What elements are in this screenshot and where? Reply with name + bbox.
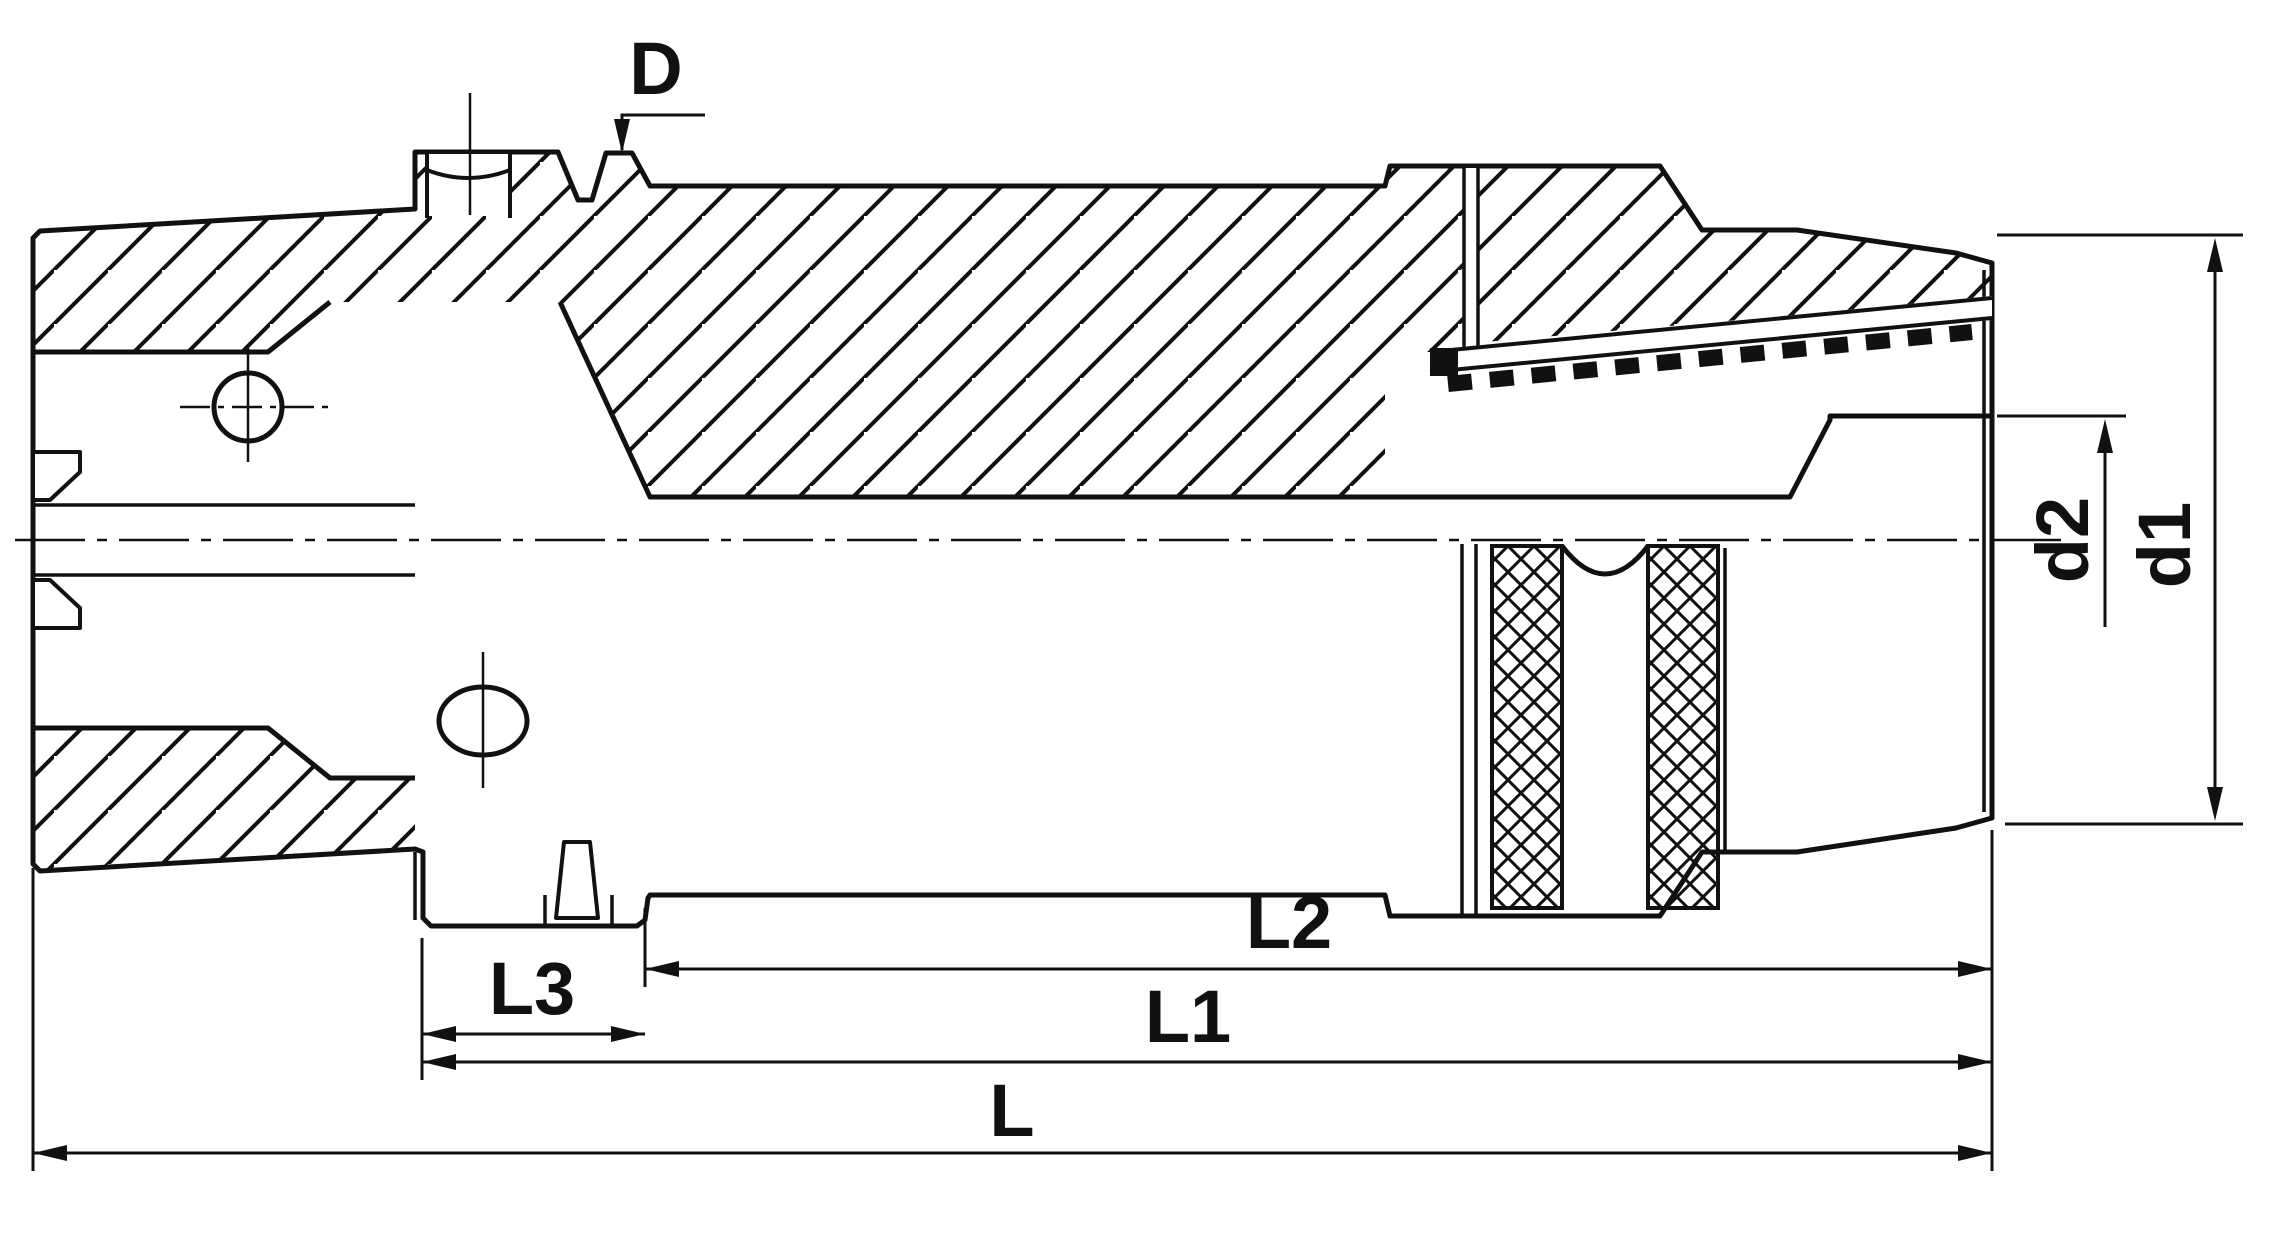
- knurl-band-rear: [1490, 544, 1564, 910]
- dimension-label-D: D: [629, 27, 682, 110]
- dim-leader-D: [620, 113, 705, 150]
- dimension-label-L2: L2: [1246, 881, 1332, 964]
- dimension-label-d1: d1: [2123, 502, 2206, 588]
- clamping-nut-external: [1460, 544, 1727, 914]
- dimension-arrowheads: [33, 119, 2223, 1161]
- flange-drive-slot: [425, 93, 512, 218]
- section-hatching: [33, 152, 1992, 871]
- chuck-body-gap: [1462, 168, 1480, 350]
- dimension-lines: [31, 113, 2243, 1171]
- dimension-label-d2: d2: [2021, 497, 2104, 583]
- part-outline: [30, 149, 1995, 929]
- shank-face-notches: [31, 450, 82, 630]
- knurl-band-front: [1646, 544, 1720, 910]
- dimension-label-L3: L3: [489, 947, 575, 1030]
- dimension-label-L: L: [989, 1069, 1034, 1152]
- flange-external-details: [436, 652, 614, 926]
- shank-grip-hole: [180, 348, 330, 462]
- collet-taper-and-thread: [1429, 296, 1993, 392]
- nut-groove-arc: [1560, 544, 1650, 577]
- dimension-label-L1: L1: [1145, 975, 1231, 1058]
